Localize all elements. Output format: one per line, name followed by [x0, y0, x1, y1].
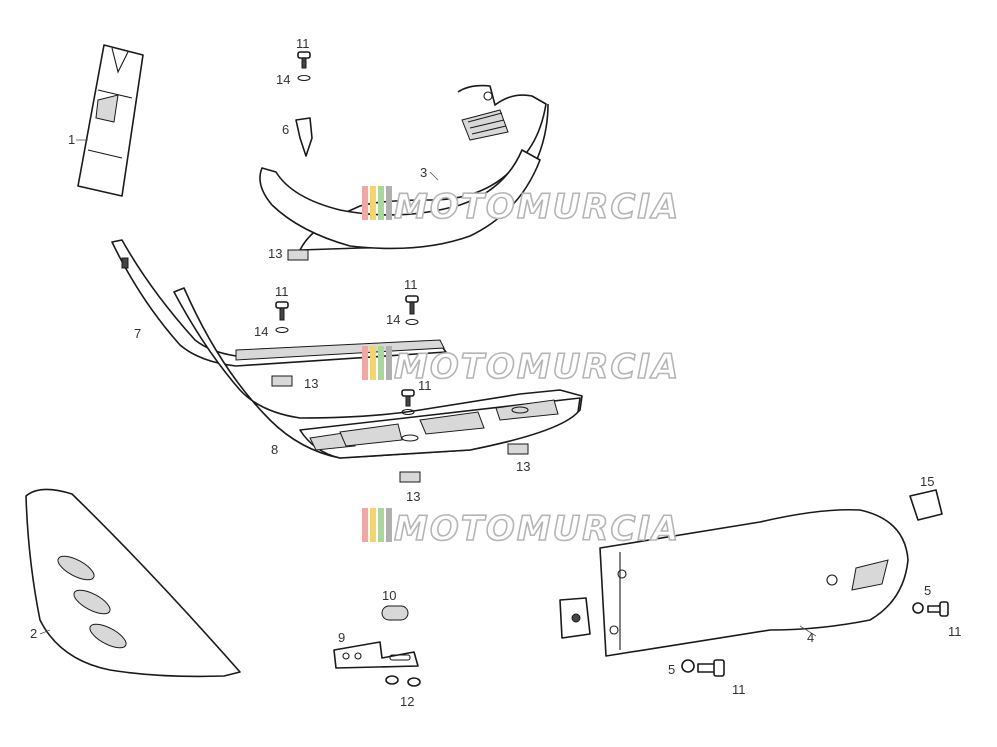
- label-part-4: 4: [807, 630, 814, 645]
- watermark-text: MOTOMURCIA: [394, 187, 680, 227]
- label-part-11-center: 11: [404, 277, 418, 292]
- part-labels: 1 2 3 4 5 5 6 7 8 9 10 11 11 11 11 11 11…: [30, 36, 962, 709]
- label-part-11-left: 11: [275, 284, 289, 299]
- label-part-8: 8: [271, 442, 278, 457]
- label-part-7: 7: [134, 326, 141, 341]
- label-part-14-top: 14: [276, 72, 290, 87]
- part-15-plug: [909, 489, 943, 521]
- label-part-3: 3: [420, 165, 427, 180]
- part-9-bracket: [333, 641, 419, 669]
- part-8-footboard-panel: [173, 287, 583, 459]
- label-part-14-center: 14: [386, 312, 400, 327]
- watermark-text: MOTOMURCIA: [394, 509, 680, 549]
- label-part-12: 12: [400, 694, 414, 709]
- label-part-13-bottom: 13: [406, 489, 420, 504]
- watermark-text: MOTOMURCIA: [394, 347, 680, 387]
- label-part-11-rear-upper: 11: [948, 624, 962, 639]
- label-part-11-top: 11: [296, 36, 310, 51]
- label-part-15: 15: [920, 474, 934, 489]
- hardware-small-parts: [271, 51, 949, 687]
- label-part-5-lower: 5: [668, 662, 675, 677]
- label-part-2: 2: [30, 626, 37, 641]
- label-part-1: 1: [68, 132, 75, 147]
- watermark-bottom: MOTOMURCIA: [362, 508, 680, 550]
- label-part-11-rear-lower: 11: [732, 682, 746, 697]
- watermark-middle: MOTOMURCIA: [362, 346, 680, 388]
- watermark-top: MOTOMURCIA: [362, 186, 680, 228]
- label-part-13-top: 13: [268, 246, 282, 261]
- label-part-14-left: 14: [254, 324, 268, 339]
- label-part-13-right: 13: [516, 459, 530, 474]
- label-part-9: 9: [338, 630, 345, 645]
- part-4-rear-panel: [559, 508, 909, 657]
- part-2-side-cover: [25, 488, 241, 678]
- label-part-10: 10: [382, 588, 396, 603]
- part-1-front-column-cover: [77, 44, 144, 197]
- leader-lines: [39, 139, 817, 637]
- label-part-13-left: 13: [304, 376, 318, 391]
- label-part-11-floor: 11: [418, 378, 432, 393]
- part-10-grommet: [381, 605, 409, 621]
- label-part-5-upper: 5: [924, 583, 931, 598]
- part-7-side-strip: [111, 239, 447, 367]
- label-part-6: 6: [282, 122, 289, 137]
